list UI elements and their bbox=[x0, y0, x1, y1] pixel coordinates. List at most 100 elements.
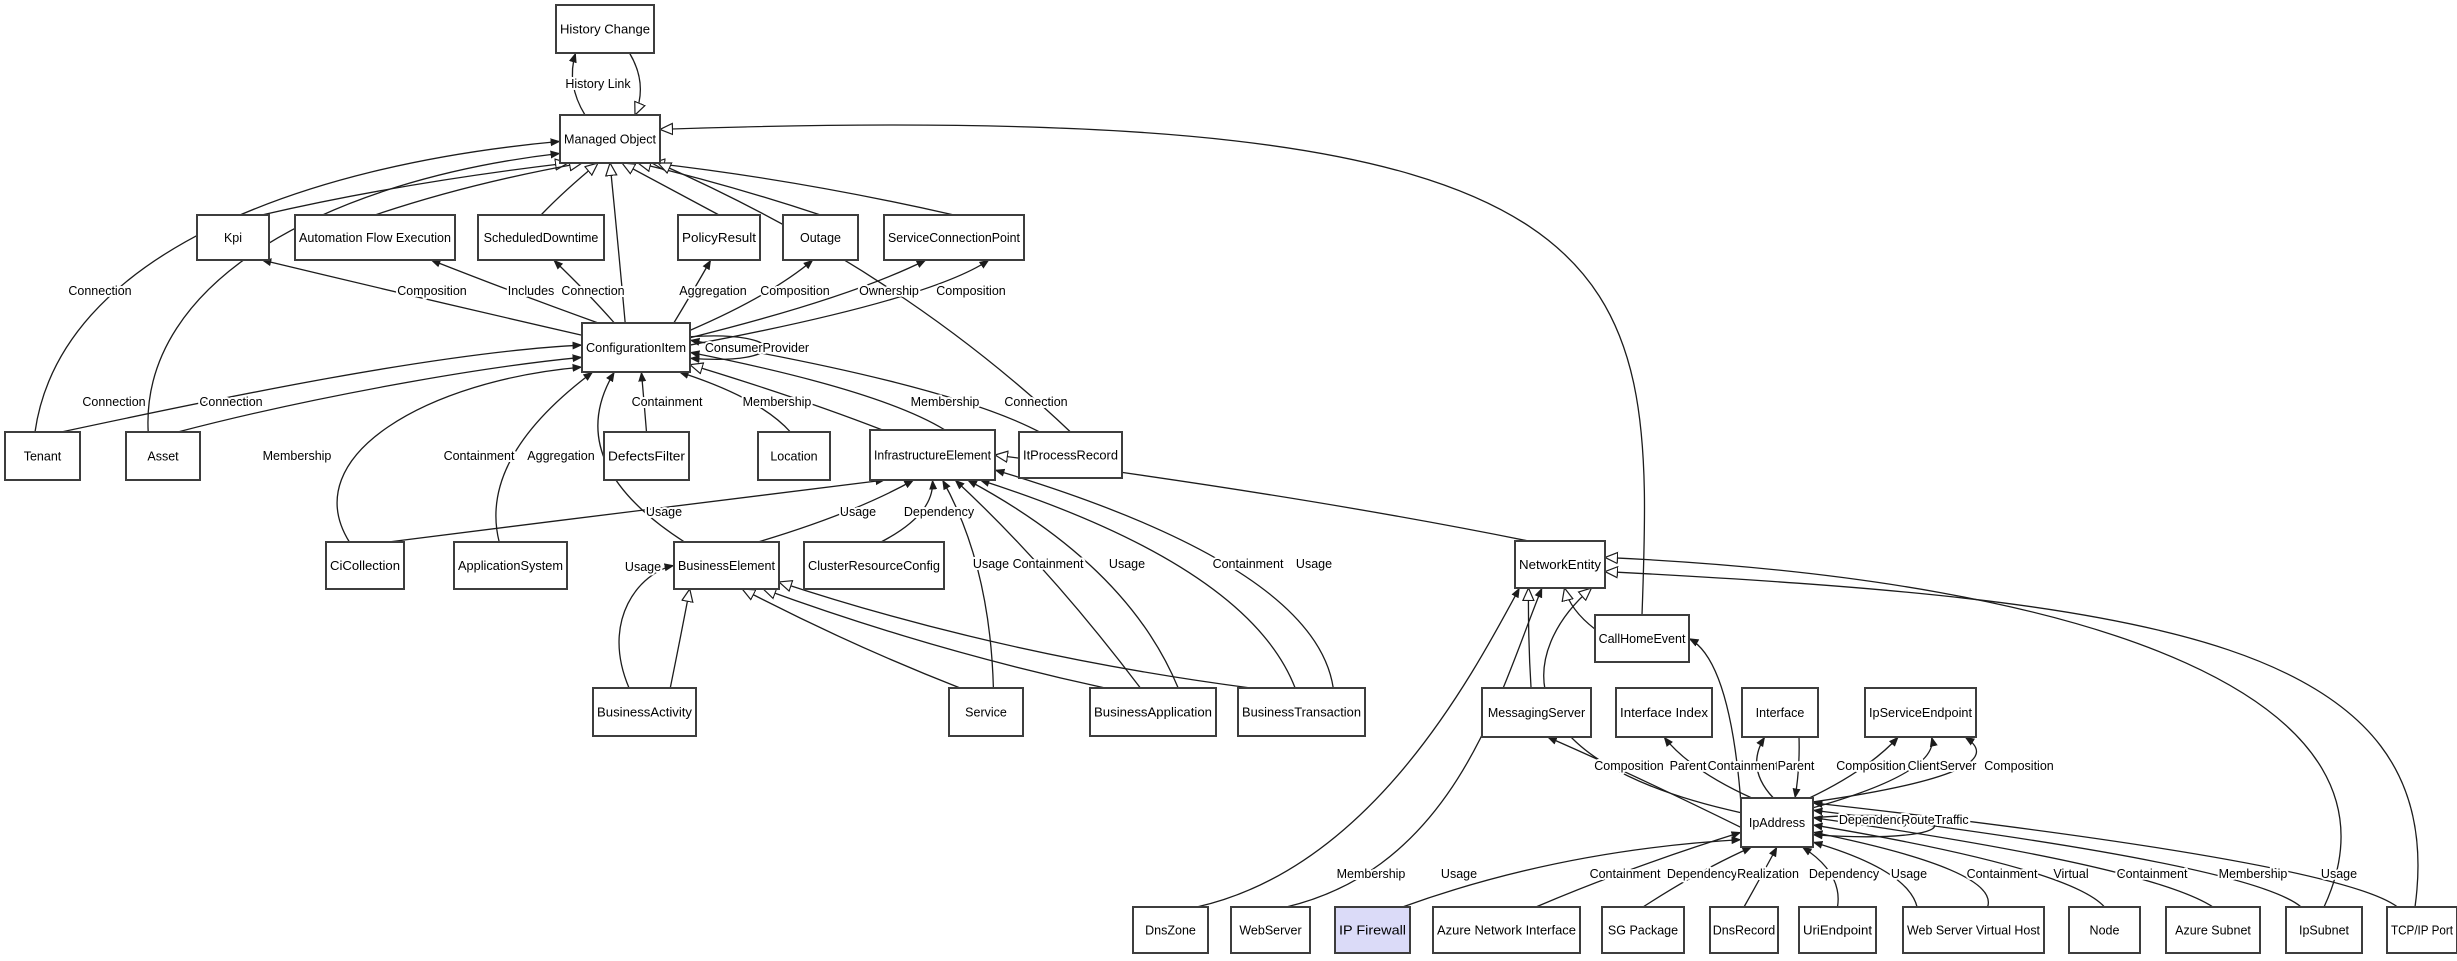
node-defects-filter[interactable]: DefectsFilter bbox=[603, 431, 690, 481]
association-edge-configuration-item-to-scheduled-downtime bbox=[553, 259, 615, 324]
node-history-change[interactable]: History Change bbox=[555, 4, 655, 54]
association-edge-it-process-record-to-configuration-item bbox=[689, 337, 1040, 433]
edge-label-realization: Realization bbox=[1737, 867, 1799, 881]
node-service[interactable]: Service bbox=[948, 687, 1024, 737]
node-policy-result[interactable]: PolicyResult bbox=[677, 214, 761, 261]
association-edge-ci-collection-to-configuration-item bbox=[336, 363, 583, 543]
node-label-location: Location bbox=[770, 449, 817, 463]
association-edge-ip-subnet-to-ip-address bbox=[1812, 807, 2302, 908]
association-edge-ip-address-to-call-home-event bbox=[1688, 637, 1742, 804]
association-edge-business-transaction-to-infrastructure-element bbox=[994, 468, 1334, 689]
node-interface-index[interactable]: Interface Index bbox=[1615, 687, 1713, 738]
inheritance-edge-call-home-event-to-managed-object bbox=[660, 125, 1646, 616]
edge-label-membership: Membership bbox=[911, 395, 980, 409]
node-label-automation-flow-execution: Automation Flow Execution bbox=[299, 231, 451, 245]
association-edge-azure-subnet-to-ip-address bbox=[1812, 814, 2214, 908]
association-edge-sg-package-to-ip-address bbox=[1642, 846, 1753, 908]
inheritance-edge-configuration-item-to-managed-object bbox=[610, 163, 626, 324]
association-edge-web-server-virtual-host-to-ip-address bbox=[1812, 830, 1990, 908]
association-edge-defects-filter-to-configuration-item bbox=[638, 371, 648, 433]
node-location[interactable]: Location bbox=[757, 431, 831, 481]
association-edge-ip-address-to-ip-service-endpoint bbox=[1812, 736, 1938, 809]
node-label-azure-subnet: Azure Subnet bbox=[2175, 923, 2251, 937]
inheritance-edge-ip-subnet-to-network-entity bbox=[1605, 557, 2342, 908]
node-label-web-server: WebServer bbox=[1239, 923, 1301, 937]
node-tenant[interactable]: Tenant bbox=[4, 431, 81, 481]
node-label-dns-record: DnsRecord bbox=[1713, 923, 1776, 937]
edge-label-containment: Containment bbox=[632, 395, 703, 409]
node-label-history-change: History Change bbox=[560, 22, 650, 36]
node-label-it-process-record: ItProcessRecord bbox=[1023, 448, 1118, 462]
inheritance-edge-it-process-record-to-managed-object bbox=[658, 163, 1071, 433]
node-dns-record[interactable]: DnsRecord bbox=[1709, 906, 1779, 954]
node-interface[interactable]: Interface bbox=[1741, 687, 1819, 738]
node-node[interactable]: Node bbox=[2068, 906, 2141, 954]
edge-label-connection: Connection bbox=[68, 284, 131, 298]
node-ci-collection[interactable]: CiCollection bbox=[325, 541, 405, 590]
node-web-server[interactable]: WebServer bbox=[1230, 906, 1311, 954]
node-dns-zone[interactable]: DnsZone bbox=[1132, 906, 1209, 954]
edge-label-usage: Usage bbox=[840, 505, 876, 519]
node-label-interface-index: Interface Index bbox=[1620, 706, 1709, 720]
node-call-home-event[interactable]: CallHomeEvent bbox=[1594, 614, 1690, 663]
node-scheduled-downtime[interactable]: ScheduledDowntime bbox=[477, 214, 605, 261]
node-ip-address[interactable]: IpAddress bbox=[1740, 797, 1814, 848]
association-edge-service-to-infrastructure-element bbox=[941, 479, 995, 689]
edge-label-routetraffic: RouteTraffic bbox=[1901, 813, 1968, 827]
node-business-transaction[interactable]: BusinessTransaction bbox=[1237, 687, 1366, 737]
edge-label-containment: Containment bbox=[2117, 867, 2188, 881]
inheritance-edge-outage-to-managed-object bbox=[638, 163, 821, 216]
node-azure-network-interface[interactable]: Azure Network Interface bbox=[1432, 906, 1581, 954]
node-outage[interactable]: Outage bbox=[782, 214, 859, 261]
association-edge-web-server-virtual-host-to-ip-address bbox=[1812, 840, 1918, 908]
edge-label-parent: Parent bbox=[1778, 759, 1815, 773]
edge-label-membership: Membership bbox=[2219, 867, 2288, 881]
node-cluster-resource-config[interactable]: ClusterResourceConfig bbox=[803, 541, 945, 590]
node-label-web-server-virtual-host: Web Server Virtual Host bbox=[1907, 923, 2041, 937]
node-automation-flow-execution[interactable]: Automation Flow Execution bbox=[294, 214, 456, 261]
association-edge-uri-endpoint-to-ip-address bbox=[1801, 846, 1839, 908]
association-edge-asset-to-configuration-item bbox=[177, 354, 583, 433]
association-edge-configuration-item-to-kpi bbox=[261, 258, 583, 336]
node-business-application[interactable]: BusinessApplication bbox=[1089, 687, 1217, 737]
edge-label-virtual: Virtual bbox=[2053, 867, 2088, 881]
node-ip-subnet[interactable]: IpSubnet bbox=[2285, 906, 2363, 954]
node-ip-service-endpoint[interactable]: IpServiceEndpoint bbox=[1864, 687, 1977, 738]
node-ip-firewall[interactable]: IP Firewall bbox=[1334, 906, 1411, 954]
node-it-process-record[interactable]: ItProcessRecord bbox=[1018, 431, 1123, 479]
node-network-entity[interactable]: NetworkEntity bbox=[1514, 540, 1606, 589]
edge-label-connection: Connection bbox=[82, 395, 145, 409]
node-azure-subnet[interactable]: Azure Subnet bbox=[2165, 906, 2261, 954]
edge-label-ownership: Ownership bbox=[859, 284, 919, 298]
node-kpi[interactable]: Kpi bbox=[196, 214, 270, 261]
association-edge-dns-zone-to-network-entity bbox=[1196, 587, 1521, 908]
edge-label-containment: Containment bbox=[1213, 557, 1284, 571]
node-configuration-item[interactable]: ConfigurationItem bbox=[581, 322, 691, 373]
node-infrastructure-element[interactable]: InfrastructureElement bbox=[869, 429, 996, 481]
node-label-ip-firewall: IP Firewall bbox=[1339, 923, 1406, 937]
node-label-ip-subnet: IpSubnet bbox=[2299, 923, 2350, 937]
node-uri-endpoint[interactable]: UriEndpoint bbox=[1798, 906, 1877, 954]
node-web-server-virtual-host[interactable]: Web Server Virtual Host bbox=[1902, 906, 2045, 954]
association-edge-node-to-ip-address bbox=[1812, 822, 2105, 908]
edge-label-dependency: Dependency bbox=[1667, 867, 1738, 881]
edge-label-aggregation: Aggregation bbox=[527, 449, 594, 463]
association-edge-configuration-item-to-outage bbox=[689, 259, 814, 331]
node-asset[interactable]: Asset bbox=[125, 431, 201, 481]
node-sg-package[interactable]: SG Package bbox=[1601, 906, 1685, 954]
node-label-tenant: Tenant bbox=[24, 449, 62, 463]
node-service-connection-point[interactable]: ServiceConnectionPoint bbox=[883, 214, 1025, 261]
edge-label-composition: Composition bbox=[1836, 759, 1906, 773]
node-label-kpi: Kpi bbox=[224, 231, 242, 245]
node-application-system[interactable]: ApplicationSystem bbox=[453, 541, 568, 590]
node-business-element[interactable]: BusinessElement bbox=[673, 541, 780, 590]
edge-label-connection: Connection bbox=[199, 395, 262, 409]
node-tcpip-port[interactable]: TCP/IP Port bbox=[2386, 906, 2457, 954]
node-business-activity[interactable]: BusinessActivity bbox=[592, 687, 697, 737]
node-messaging-server[interactable]: MessagingServer bbox=[1481, 687, 1592, 738]
association-edge-business-element-to-infrastructure-element bbox=[757, 479, 915, 543]
association-edge-business-activity-to-business-element bbox=[618, 563, 675, 689]
node-managed-object[interactable]: Managed Object bbox=[559, 114, 661, 164]
